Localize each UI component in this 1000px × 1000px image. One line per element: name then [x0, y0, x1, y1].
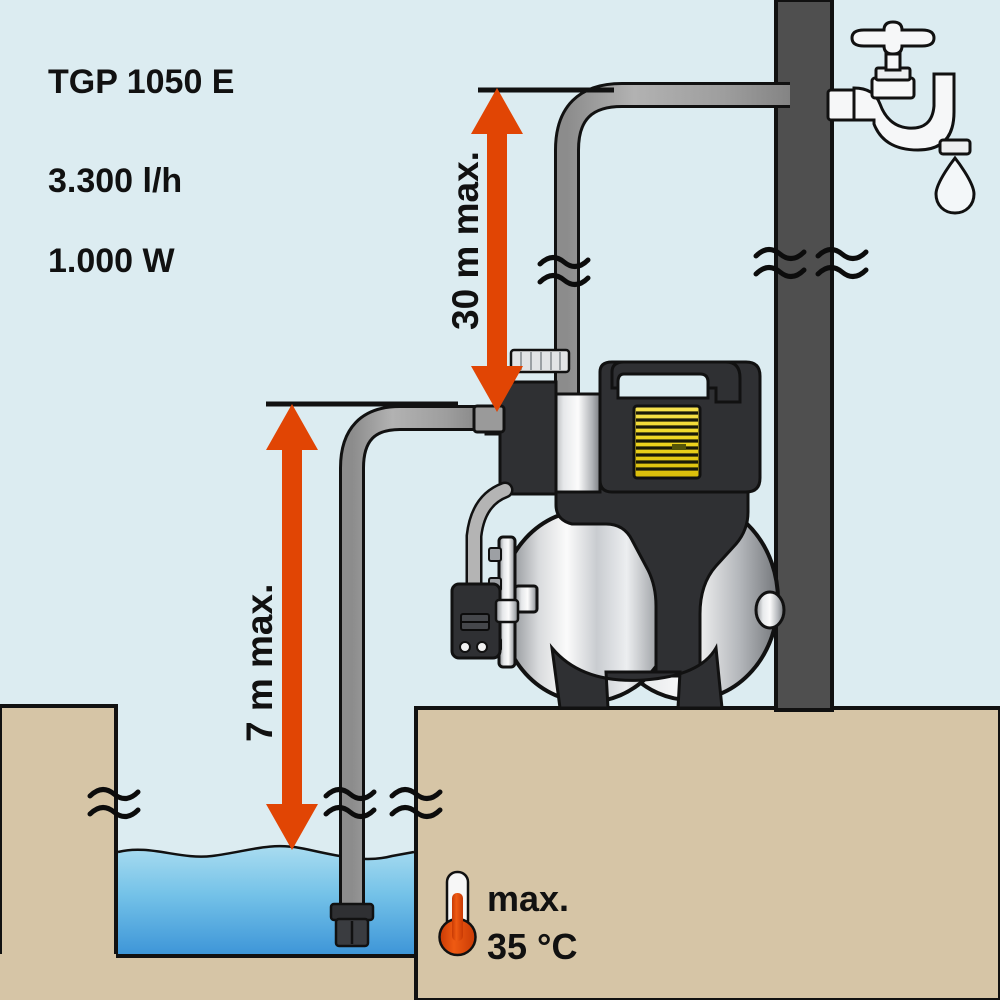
temperature-label-value: 35 °C: [487, 926, 577, 967]
foot-valve-strainer: [329, 902, 375, 948]
temperature-label-qualifier: max.: [487, 878, 569, 919]
spec-power: 1.000 W: [48, 242, 176, 280]
break-symbol-suction-pipe: [323, 787, 377, 819]
pressure-switch-box: [450, 582, 520, 660]
pump-feet: [549, 643, 724, 710]
water-reservoir: [117, 844, 415, 954]
wall-column: [774, 0, 834, 712]
break-symbol-basin-left-wall: [87, 787, 141, 819]
measurement-label-suction: 7 m max.: [239, 584, 280, 742]
measurement-arrow-suction: [266, 404, 318, 850]
measurement-arrow-discharge: [471, 88, 523, 412]
spec-model: TGP 1050 E: [48, 63, 235, 101]
discharge-pipe: [554, 82, 790, 400]
pressure-pump-unit: [450, 348, 786, 710]
break-symbol-wall-right: [815, 247, 869, 279]
measurement-label-discharge: 30 m max.: [445, 151, 486, 330]
handle-opening: [616, 372, 710, 400]
break-symbol-wall-left: [753, 247, 807, 279]
thermometer-icon: [438, 870, 477, 957]
suction-pipe: [339, 405, 486, 912]
break-symbol-basin-right-wall: [389, 787, 443, 819]
motor-vent-grille: [632, 404, 702, 480]
garden-tap: [826, 20, 976, 215]
break-symbol-pipe-discharge: [537, 255, 591, 287]
water-droplet: [934, 155, 976, 215]
spec-flow-rate: 3.300 l/h: [48, 162, 182, 200]
